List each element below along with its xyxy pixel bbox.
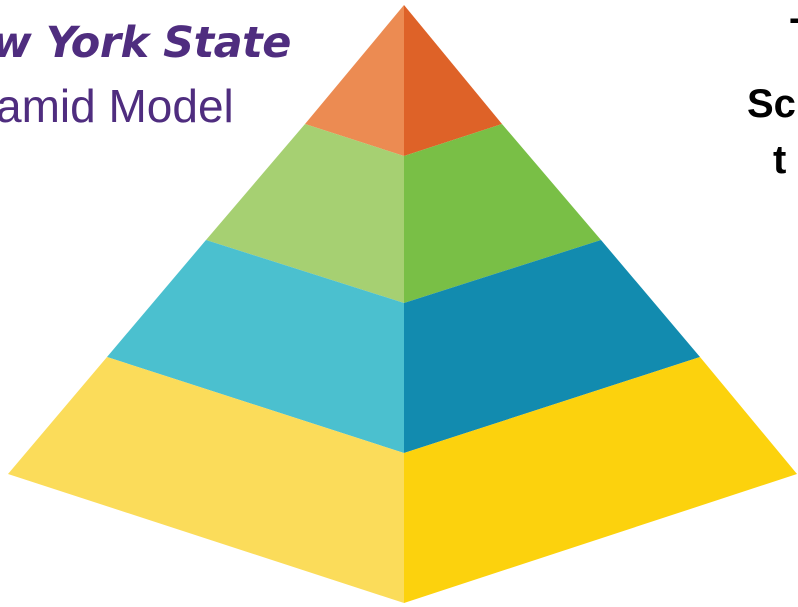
side-text-line-1: T — [790, 13, 798, 53]
side-text-line-2: Sc — [747, 82, 796, 126]
pyramid-tier-third-left-face — [107, 240, 404, 453]
page-subtitle: amid Model — [0, 80, 234, 132]
side-text-block: T Sc t — [600, 13, 798, 213]
pyramid-tier-base-left-face — [8, 357, 404, 603]
side-text-line-3: t — [773, 138, 787, 182]
pyramid-tier-second-right-face — [404, 124, 601, 303]
pyramid-tier-second-left-face — [206, 124, 404, 303]
pyramid-tier-third-right-face — [404, 240, 700, 453]
pyramid-tier-top-right-face — [404, 5, 502, 156]
pyramid-tier-top-left-face — [305, 5, 404, 156]
page-title: w York State — [0, 18, 291, 68]
pyramid-tier-base-right-face — [404, 357, 797, 603]
